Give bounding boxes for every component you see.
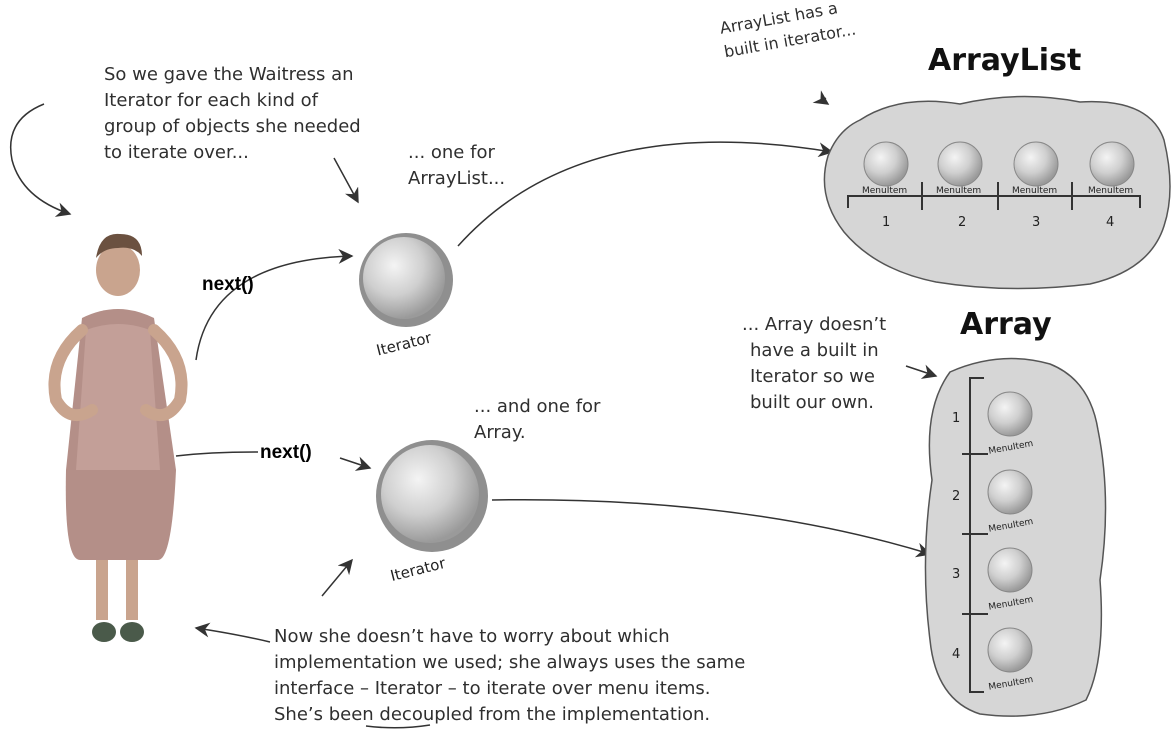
svg-text:3: 3 xyxy=(952,567,960,582)
svg-text:4: 4 xyxy=(1106,215,1114,230)
pointer-arrow-left xyxy=(196,628,270,642)
iterator-top-label: Iterator xyxy=(375,328,435,359)
waitress-figure xyxy=(54,234,181,642)
arraylist-title: ArrayList xyxy=(928,43,1081,78)
iterator-bottom-label: Iterator xyxy=(388,554,448,585)
pointer-arrow-arraylist xyxy=(824,98,828,104)
svg-text:2: 2 xyxy=(952,489,960,504)
note-array-no-builtin: ... Array doesn’t have a built in Iterat… xyxy=(742,314,892,413)
iterator-to-arraylist xyxy=(458,142,832,246)
arraylist-group: ArrayList MenuItem 1 MenuItem 2 MenuItem… xyxy=(824,43,1170,289)
next-call-top: next() xyxy=(202,274,254,295)
iterator-top: Iterator xyxy=(359,233,453,360)
decoupled-underline xyxy=(366,725,430,728)
svg-text:MenuItem: MenuItem xyxy=(936,186,981,196)
iterator-bottom: Iterator xyxy=(376,440,488,585)
call-line-bottom-right xyxy=(340,458,370,468)
note-waitress-intro: So we gave the Waitress an Iterator for … xyxy=(104,64,366,163)
svg-text:3: 3 xyxy=(1032,215,1040,230)
call-line-bottom-left xyxy=(176,452,258,456)
curl-arrow xyxy=(11,104,70,214)
call-line-top xyxy=(196,256,352,360)
svg-text:1: 1 xyxy=(882,215,890,230)
note-arraylist-builtin: ArrayList has a built in iterator... xyxy=(718,0,857,61)
svg-text:MenuItem: MenuItem xyxy=(1012,186,1057,196)
pointer-arrow-array xyxy=(906,366,936,376)
array-title: Array xyxy=(960,307,1052,342)
svg-text:4: 4 xyxy=(952,647,960,662)
svg-text:2: 2 xyxy=(958,215,966,230)
note-decoupled: Now she doesn’t have to worry about whic… xyxy=(274,626,751,725)
array-group: Array MenuItem 1 MenuItem 2 MenuItem 3 M… xyxy=(925,307,1105,716)
note-one-for-array: ... and one for Array. xyxy=(474,396,606,443)
svg-text:MenuItem: MenuItem xyxy=(862,186,907,196)
svg-text:1: 1 xyxy=(952,411,960,426)
svg-text:MenuItem: MenuItem xyxy=(1088,186,1133,196)
pointer-arrow-bottom xyxy=(322,560,352,596)
next-call-bottom: next() xyxy=(260,442,312,463)
iterator-to-array xyxy=(492,500,930,554)
note-one-for-arraylist: ... one for ArrayList... xyxy=(408,142,505,189)
pointer-arrow-top xyxy=(334,158,358,202)
